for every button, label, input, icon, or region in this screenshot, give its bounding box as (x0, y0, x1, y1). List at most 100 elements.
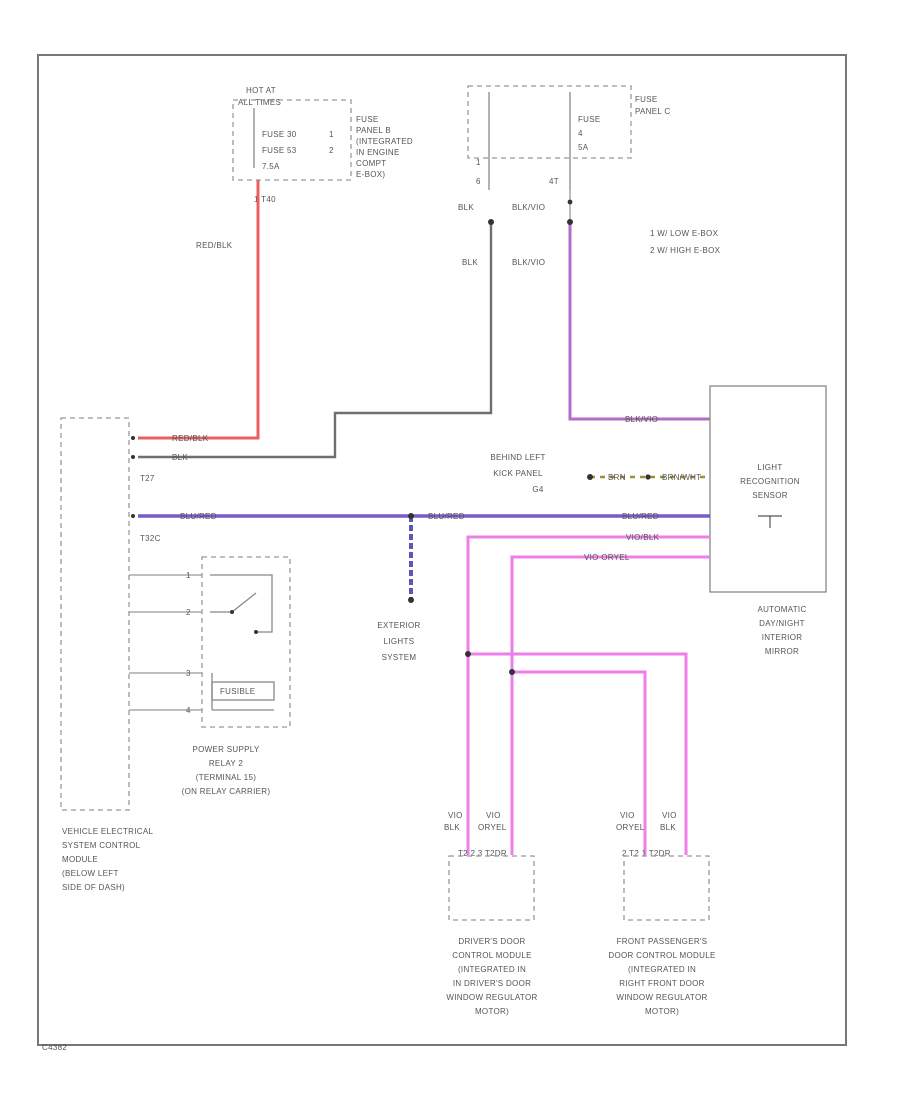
wire-color-label: ORYEL (616, 823, 645, 832)
vehicle-electrical-system-control-module: T27 T32C VEHICLE ELECTRICAL SYSTEM CONTR… (60, 417, 161, 892)
connector-label: T27 (140, 474, 155, 483)
vesc-name: MODULE (62, 855, 98, 864)
vesc-name: SYSTEM CONTROL (62, 841, 141, 850)
fuse-label: FUSE 30 (262, 130, 297, 139)
pin-label: 4T (549, 177, 559, 186)
module-name: WINDOW REGULATOR (616, 993, 707, 1002)
wire-color-label: VIO (486, 811, 501, 820)
wire-vio-blk: VIO/BLK (465, 533, 710, 855)
pin-label: T2 2 3 T2DR (458, 849, 507, 858)
wire-color-label: BLK (660, 823, 676, 832)
wire-blk-vio: BLK/VIO BLK/VIO BLK/VIO (512, 190, 710, 424)
fuse-panel-name: PANEL B (356, 126, 391, 135)
wire-color-label: RED/BLK (196, 241, 233, 250)
power-supply-relay-2: 1 2 3 4 FUSIBLE POWER SUPPLY RELAY 2 (TE… (129, 556, 291, 796)
fuse-panel-name: IN ENGINE (356, 148, 400, 157)
fuse-panel-name: FUSE (356, 115, 379, 124)
fuse-panel-name: FUSE (635, 95, 658, 104)
mirror-caption: AUTOMATIC (757, 605, 806, 614)
module-name: CONTROL MODULE (452, 951, 531, 960)
wire-color-label: BLK (444, 823, 460, 832)
pin-label: 2 T2 1 T2DR (622, 849, 671, 858)
fuse-panel-b: HOT AT ALL TIMES FUSE 30 FUSE 53 7.5A 1 … (232, 86, 413, 204)
wire-color-label: RED/BLK (172, 434, 209, 443)
ground-location: G4 (532, 485, 544, 494)
fuse-label: FUSE (578, 115, 601, 124)
exterior-lights-label: EXTERIOR (377, 621, 420, 630)
wire-red-blk: RED/BLK RED/BLK (138, 180, 260, 443)
wire-blu-red: BLU/RED BLU/RED BLU/RED (138, 512, 710, 603)
module-name: WINDOW REGULATOR (446, 993, 537, 1002)
relay-name: POWER SUPPLY (192, 745, 259, 754)
relay-name: (TERMINAL 15) (196, 773, 257, 782)
module-name: DOOR CONTROL MODULE (608, 951, 715, 960)
fuse-panel-name: COMPT (356, 159, 386, 168)
variant-note: 1 W/ LOW E-BOX (650, 229, 719, 238)
vesc-name: (BELOW LEFT (62, 869, 119, 878)
pin-label: 2 (329, 146, 334, 155)
fuse-label: FUSE 53 (262, 146, 297, 155)
fuse-panel-name: PANEL C (635, 107, 670, 116)
ground-location: KICK PANEL (493, 469, 543, 478)
fusible-label: FUSIBLE (220, 687, 255, 696)
relay-name: RELAY 2 (209, 759, 244, 768)
hot-at-label: HOT AT (246, 86, 276, 95)
wire-color-label: VIO (448, 811, 463, 820)
pin-label: 6 (476, 177, 481, 186)
sensor-name: SENSOR (752, 491, 788, 500)
wire-color-label: BRN/WHT (662, 473, 701, 482)
wire-color-label: BLU/RED (180, 512, 217, 521)
pin-label: 1 (329, 130, 334, 139)
wire-color-label: BLU/RED (622, 512, 659, 521)
diagram-code: C4382 (42, 1043, 67, 1052)
module-name: (INTEGRATED IN (628, 965, 696, 974)
wire-color-label: BLU/RED (428, 512, 465, 521)
sensor-name: LIGHT (757, 463, 782, 472)
module-name: MOTOR) (475, 1007, 509, 1016)
wire-color-label: ORYEL (478, 823, 507, 832)
vesc-name: VEHICLE ELECTRICAL (62, 827, 153, 836)
mirror-caption: INTERIOR (762, 633, 803, 642)
wire-color-label: VIO ORYEL (584, 553, 630, 562)
pin-label: 1 (476, 158, 481, 167)
connector-label: 1 T40 (254, 195, 276, 204)
module-name: (INTEGRATED IN (458, 965, 526, 974)
fuse-panel-c: FUSE 4 5A FUSE PANEL C 1 6 4T (467, 85, 670, 190)
wire-color-label: BLK/VIO (512, 258, 545, 267)
relay-pin: 2 (186, 608, 191, 617)
wire-color-label: VIO (662, 811, 677, 820)
module-name: FRONT PASSENGER'S (617, 937, 708, 946)
connector-label: T32C (140, 534, 161, 543)
wire-color-label: BLK/VIO (512, 203, 545, 212)
mirror-caption: MIRROR (765, 647, 799, 656)
relay-pin: 4 (186, 706, 191, 715)
ground-location: BEHIND LEFT (490, 453, 545, 462)
light-recognition-sensor: LIGHT RECOGNITION SENSOR AUTOMATIC DAY/N… (709, 385, 827, 656)
wire-blk: BLK BLK BLK (138, 203, 494, 462)
module-name: RIGHT FRONT DOOR (619, 979, 704, 988)
wire-color-label: BRN (608, 473, 626, 482)
wire-color-label: BLK (462, 258, 478, 267)
variant-note: 2 W/ HIGH E-BOX (650, 246, 721, 255)
fuse-panel-name: E-BOX) (356, 170, 385, 179)
wire-color-label: BLK/VIO (625, 415, 658, 424)
module-name: MOTOR) (645, 1007, 679, 1016)
mirror-caption: DAY/NIGHT (759, 619, 805, 628)
wire-color-label: BLK (458, 203, 474, 212)
wire-color-label: BLK (172, 453, 188, 462)
relay-pin: 1 (186, 571, 191, 580)
drivers-door-control-module: VIO BLK VIO ORYEL T2 2 3 T2DR DRIVER'S D… (444, 811, 537, 1016)
vesc-name: SIDE OF DASH) (62, 883, 125, 892)
wire-vio-oryel: VIO ORYEL (509, 553, 710, 855)
ground-g4: BEHIND LEFT KICK PANEL G4 BRN BRN/WHT (490, 453, 708, 494)
exterior-lights-label: SYSTEM (382, 653, 417, 662)
fuse-label: 4 (578, 129, 583, 138)
diagram-frame (37, 54, 847, 1046)
wire-color-label: VIO (620, 811, 635, 820)
fuse-panel-name: (INTEGRATED (356, 137, 413, 146)
wire-color-label: VIO/BLK (626, 533, 660, 542)
hot-at-label: ALL TIMES (238, 98, 281, 107)
module-name: DRIVER'S DOOR (458, 937, 525, 946)
passengers-door-control-module: VIO ORYEL VIO BLK 2 T2 1 T2DR FRONT PASS… (608, 811, 715, 1016)
